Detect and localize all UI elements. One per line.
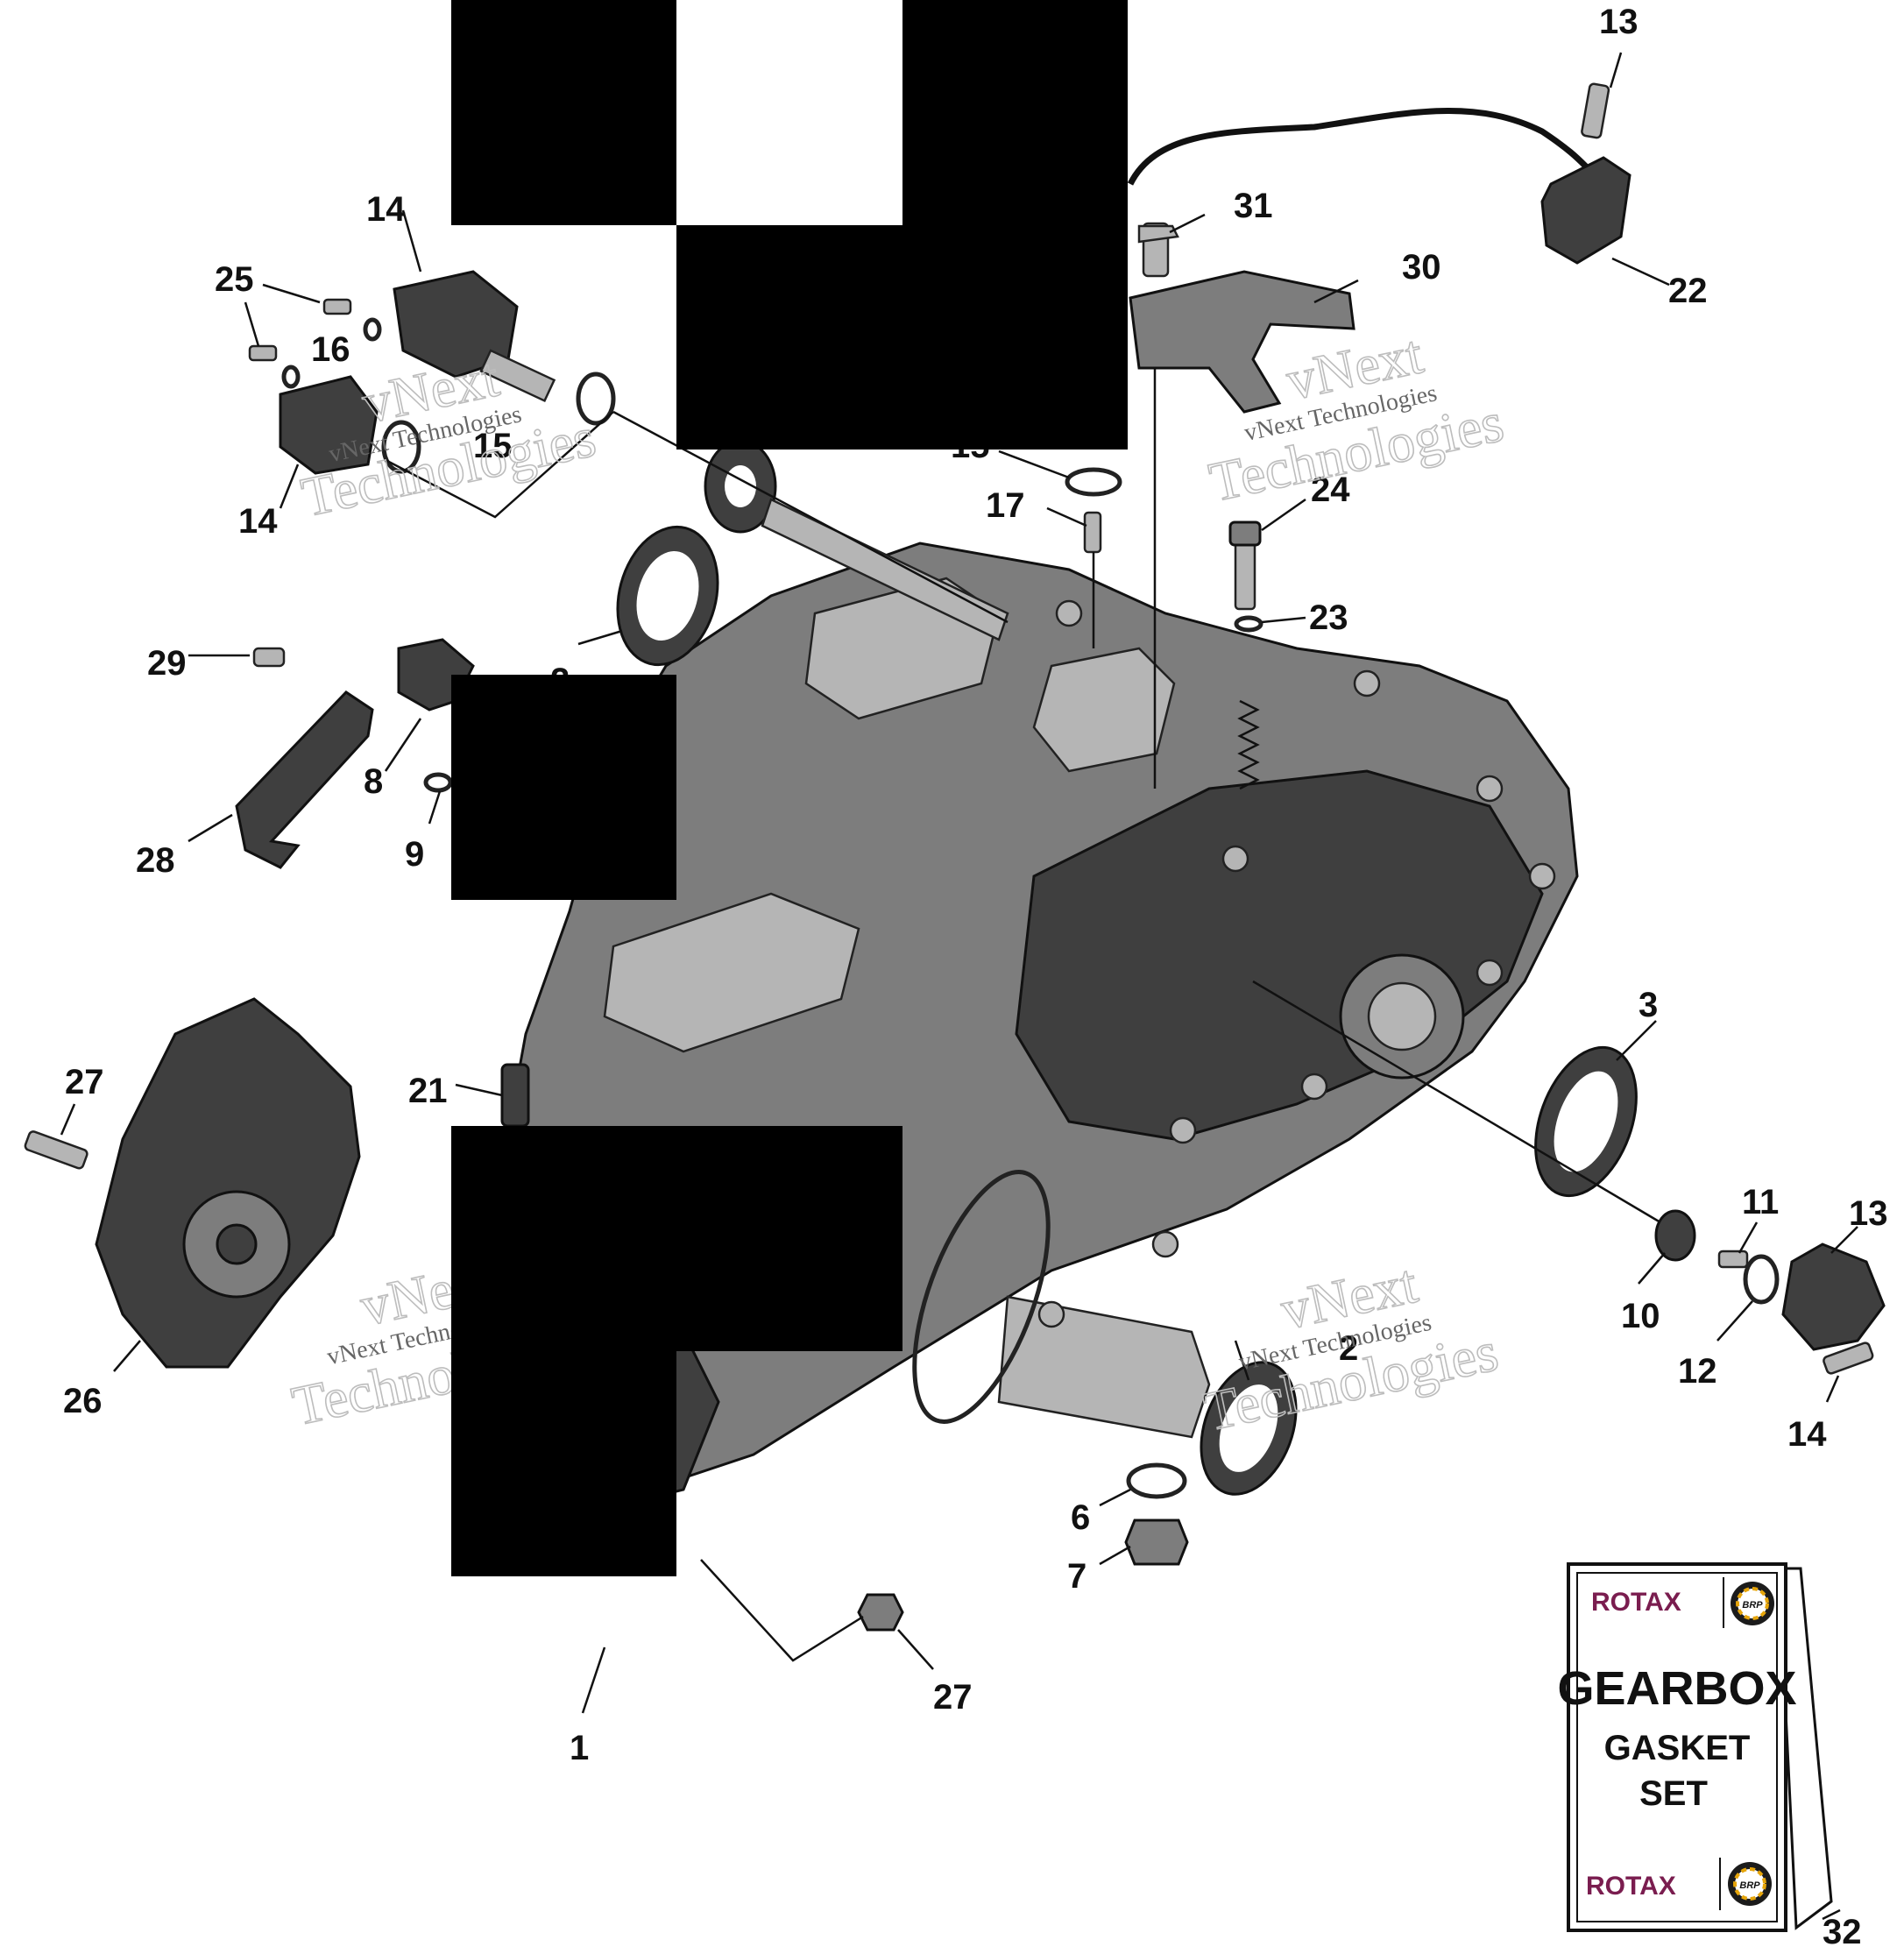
- redaction-block-bottom-left: [451, 1351, 676, 1576]
- redaction-blocks: [451, 0, 1128, 1576]
- callout-25: 26: [63, 1382, 103, 1420]
- callout-32: 32: [1823, 1913, 1862, 1947]
- kit-title: GEARBOX: [1557, 1662, 1796, 1715]
- bracket-28: [235, 690, 374, 869]
- callout-13-top: 13: [1599, 3, 1639, 41]
- kit-brand-bottom: ROTAX: [1586, 1872, 1676, 1901]
- callout-6: 7: [1067, 1557, 1086, 1596]
- kit-logo-top: BRP: [1742, 1600, 1763, 1611]
- redaction-block-middle: [451, 675, 676, 900]
- callout-22: 22: [1668, 272, 1708, 310]
- callout-14-lower: 14: [238, 502, 278, 541]
- position-sensor-12: [1781, 1243, 1886, 1351]
- callout-17: 25: [215, 260, 254, 299]
- redaction-block-top-center: [676, 225, 1128, 450]
- kit-logo-bottom: BRP: [1739, 1880, 1760, 1891]
- callout-8: 9: [405, 835, 424, 874]
- callout-5: 6: [1071, 1498, 1090, 1537]
- callout-1: 1: [570, 1729, 589, 1767]
- callout-3: 3: [1639, 986, 1658, 1024]
- callout-labels: 14 25 16 15 14 15 17 31 30 24 23 13 22 2…: [63, 3, 1888, 1947]
- callout-23: 23: [1309, 598, 1348, 637]
- kit-subtitle-gasket: GASKET: [1604, 1729, 1751, 1767]
- callout-24: 24: [1311, 471, 1350, 509]
- kit-brand-top: ROTAX: [1591, 1588, 1681, 1617]
- gasket-kit-box: ROTAX BRP GEARBOX GASKET SET ROTAX BRP: [1557, 1562, 1833, 1932]
- leader-lines: [60, 52, 1858, 1921]
- callout-12: 13: [1849, 1194, 1888, 1233]
- callout-7: 8: [364, 762, 383, 801]
- kit-subtitle-set: SET: [1639, 1774, 1708, 1813]
- callout-30: 30: [1402, 248, 1441, 287]
- speed-sensor-22: [1540, 156, 1631, 265]
- callout-14-upper: 14: [366, 190, 406, 229]
- callout-26: 27: [65, 1063, 104, 1101]
- brp-logo-top-icon: BRP: [1731, 1582, 1774, 1625]
- callout-21: 21: [408, 1072, 448, 1110]
- redaction-block-bottom-wide: [451, 1126, 902, 1351]
- callout-16: 16: [311, 330, 350, 369]
- callout-28: 28: [136, 841, 175, 880]
- callout-10: 11: [1742, 1183, 1779, 1221]
- redaction-block-top-left: [451, 0, 676, 225]
- sensor-lower: [279, 375, 379, 475]
- brp-logo-bottom-icon: BRP: [1728, 1862, 1772, 1906]
- callout-13-bottom: 14: [1787, 1415, 1827, 1454]
- bracket-30: [1129, 270, 1355, 414]
- callout-29: 29: [147, 644, 187, 683]
- callout-2-right: 2: [1339, 1329, 1358, 1368]
- callout-27: 27: [933, 1678, 973, 1717]
- callout-11: 12: [1678, 1352, 1717, 1391]
- callout-9: 10: [1621, 1297, 1660, 1335]
- redaction-block-top-right: [902, 0, 1128, 225]
- callout-15-left: 15: [473, 427, 513, 465]
- callout-18: 17: [986, 486, 1025, 525]
- callout-31: 31: [1234, 187, 1273, 225]
- vacuum-pump-25: [95, 997, 361, 1369]
